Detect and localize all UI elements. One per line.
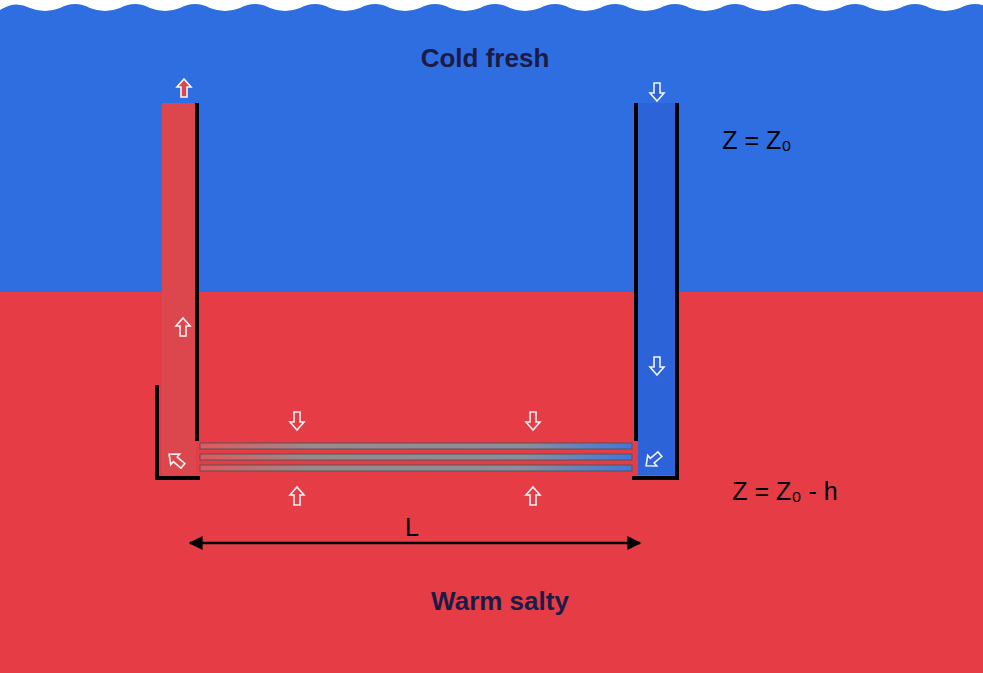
depth-label: Z = Z₀ (722, 126, 791, 155)
flow-arrows (165, 79, 665, 505)
pipe-wall (195, 103, 199, 441)
length-label: L (405, 513, 419, 542)
exchange-tube (200, 454, 632, 460)
pipe-wall (632, 103, 677, 478)
warm-pipe (162, 103, 196, 475)
cold-pipe (638, 103, 676, 475)
pipe-wall (157, 385, 200, 478)
flow-arrow (177, 79, 191, 97)
depth-label: Z = Z₀ - h (732, 477, 838, 506)
flow-arrow (650, 83, 664, 101)
dimension-line (190, 542, 640, 545)
flow-arrow (526, 487, 540, 505)
flow-arrow (176, 318, 190, 336)
cold-fresh-band: Cold fresh (0, 0, 983, 292)
band-label: Cold fresh (421, 43, 550, 74)
pipe-wall (634, 103, 638, 441)
flow-arrow (642, 449, 665, 471)
exchange-tubes (200, 443, 632, 471)
cold-layer (0, 0, 983, 292)
flow-arrow (526, 412, 540, 430)
exchange-tube (200, 465, 632, 471)
sea-surface (0, 0, 983, 11)
exchange-tube (200, 443, 632, 449)
flow-arrow (290, 487, 304, 505)
band-label: Warm salty (431, 586, 569, 617)
warm-layer (0, 292, 983, 673)
flow-arrow (290, 412, 304, 430)
flow-arrow (165, 449, 188, 471)
flow-arrow (650, 357, 664, 375)
